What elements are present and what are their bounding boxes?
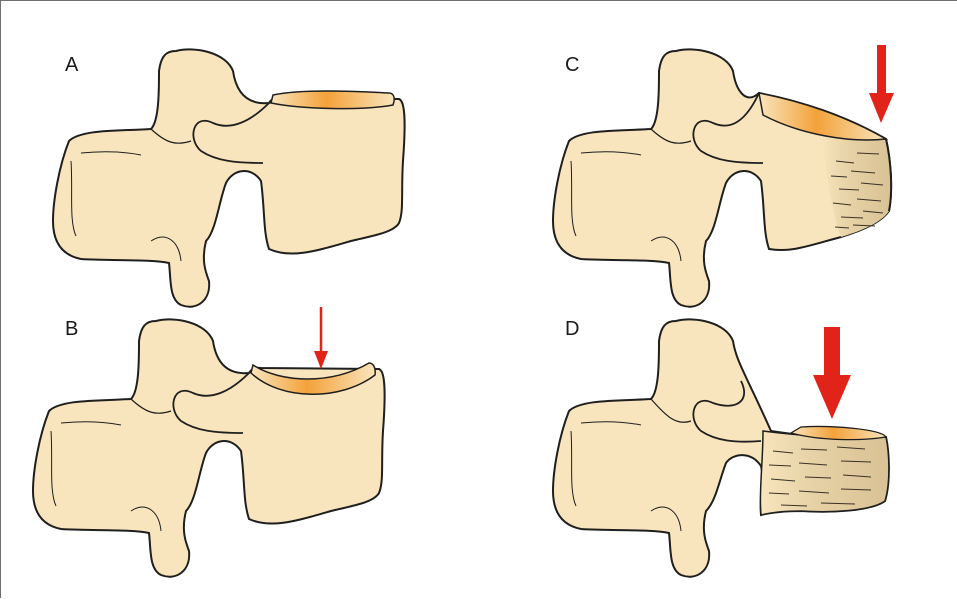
arrow-thin xyxy=(314,307,328,369)
arrow-large xyxy=(813,327,851,419)
vertebra-b xyxy=(33,319,385,576)
vertebra-a xyxy=(53,49,405,306)
panel-c: C xyxy=(553,45,894,307)
panel-b-label: B xyxy=(65,318,78,340)
arrow-medium xyxy=(869,45,894,123)
vertebra-c xyxy=(553,49,891,306)
panel-c-label: C xyxy=(565,54,579,76)
panel-d: D xyxy=(553,318,889,577)
panel-b: B xyxy=(33,307,385,577)
endplate-a xyxy=(271,91,394,109)
panel-a: A xyxy=(53,49,405,306)
panel-a-label: A xyxy=(65,54,79,76)
panel-d-label: D xyxy=(565,318,579,340)
